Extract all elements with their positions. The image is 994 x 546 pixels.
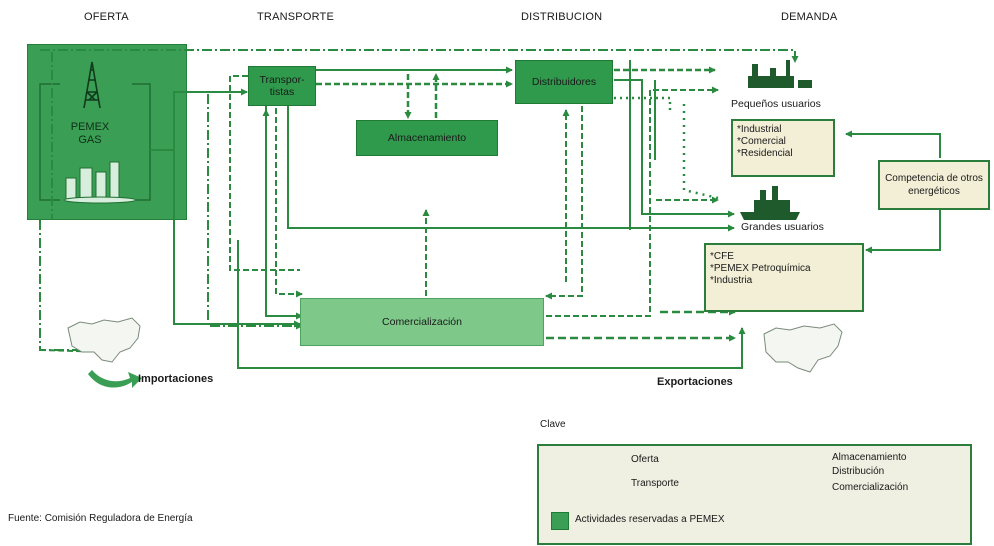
grandes-usuarios-label: Grandes usuarios	[741, 221, 824, 233]
competencia-label: Competencia de otros energéticos	[885, 173, 983, 197]
list-item: *CFE	[710, 251, 734, 262]
pequenos-usuarios-list: *Industrial *Comercial *Residencial	[731, 119, 835, 177]
legend-box: Oferta Transporte Almacenamiento Distrib…	[537, 444, 972, 545]
legend-oferta: Oferta	[631, 454, 659, 465]
legend-almacenamiento: Almacenamiento	[832, 452, 907, 463]
list-item: *Industria	[710, 275, 753, 286]
list-item: *PEMEX Petroquímica	[710, 263, 811, 274]
column-header-oferta: OFERTA	[84, 11, 129, 23]
importaciones-label: Importaciones	[138, 373, 214, 385]
legend-comercializacion: Comercialización	[832, 482, 909, 493]
distribuidores-label: Distribuidores	[531, 76, 597, 88]
legend-title: Clave	[540, 419, 566, 430]
legend-distribucion: Distribución	[832, 466, 885, 477]
transportistas-label: Transpor-tistas	[259, 74, 305, 98]
factory-icon	[748, 60, 812, 88]
grandes-usuarios-list: *CFE *PEMEX Petroquímica *Industria	[704, 243, 864, 312]
pemex-gas-label: PEMEX GAS	[70, 121, 110, 146]
almacenamiento-box: Almacenamiento	[356, 120, 498, 156]
competencia-box: Competencia de otros energéticos	[878, 160, 990, 210]
column-header-transporte: TRANSPORTE	[257, 11, 334, 23]
oil-derrick-icon	[83, 61, 101, 109]
comercializacion-box: Comercialización	[300, 298, 544, 346]
source-note: Fuente: Comisión Reguladora de Energía	[8, 513, 193, 524]
column-header-distribucion: DISTRIBUCION	[521, 11, 603, 23]
list-item: *Residencial	[737, 148, 793, 159]
comercializacion-label: Comercialización	[382, 316, 462, 328]
pemex-gas-block	[27, 44, 187, 220]
transportistas-box: Transpor-tistas	[248, 66, 316, 106]
list-item: *Comercial	[737, 136, 786, 147]
legend-reservadas: Actividades reservadas a PEMEX	[575, 514, 725, 525]
list-item: *Industrial	[737, 124, 782, 135]
power-plant-icon	[740, 186, 800, 220]
legend-pemex-swatch	[551, 512, 569, 530]
legend-transporte: Transporte	[631, 478, 679, 489]
almacenamiento-label: Almacenamiento	[387, 132, 467, 144]
exportaciones-label: Exportaciones	[657, 376, 733, 388]
distribuidores-box: Distribuidores	[515, 60, 613, 104]
gas-plant-icon	[63, 161, 137, 204]
pequenos-usuarios-label: Pequeños usuarios	[731, 98, 821, 110]
column-header-demanda: DEMANDA	[781, 11, 838, 23]
